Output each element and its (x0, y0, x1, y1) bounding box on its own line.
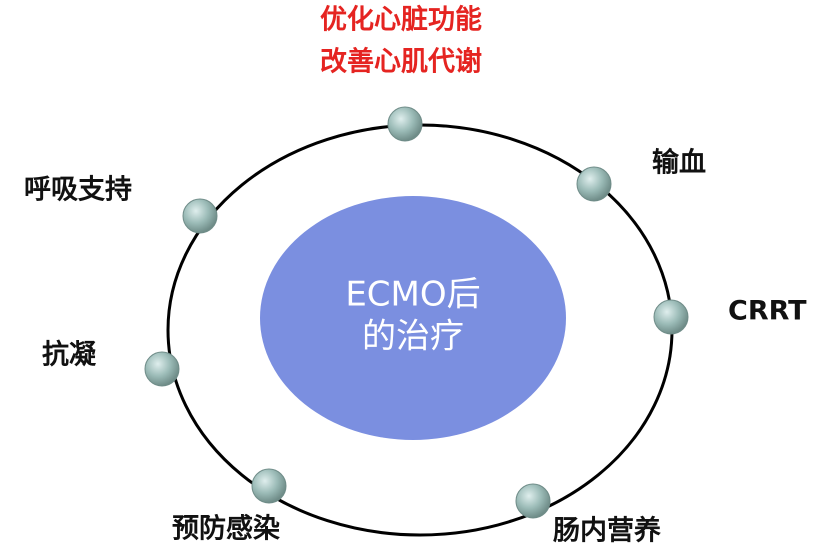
label-respiratory: 呼吸支持 (24, 175, 132, 206)
label-nutrition: 肠内营养 (553, 515, 661, 547)
top-label-line1: 优化心脏功能 (320, 4, 482, 36)
node-respiratory (182, 198, 218, 234)
label-blood: 输血 (652, 147, 706, 179)
node-top (387, 106, 423, 142)
label-infection: 预防感染 (172, 513, 280, 545)
node-blood (576, 166, 612, 202)
top-label-line2: 改善心肌代谢 (320, 46, 482, 78)
center-text-line2: 的治疗 (362, 317, 464, 357)
node-infection (251, 468, 287, 504)
node-anticoag (144, 351, 180, 387)
node-crrt (653, 299, 689, 335)
label-crrt: CRRT (728, 296, 807, 327)
label-anticoag: 抗凝 (42, 339, 97, 371)
center-text-line1: ECMO后 (345, 275, 480, 315)
node-nutrition (515, 483, 551, 519)
center-circle (260, 196, 566, 440)
